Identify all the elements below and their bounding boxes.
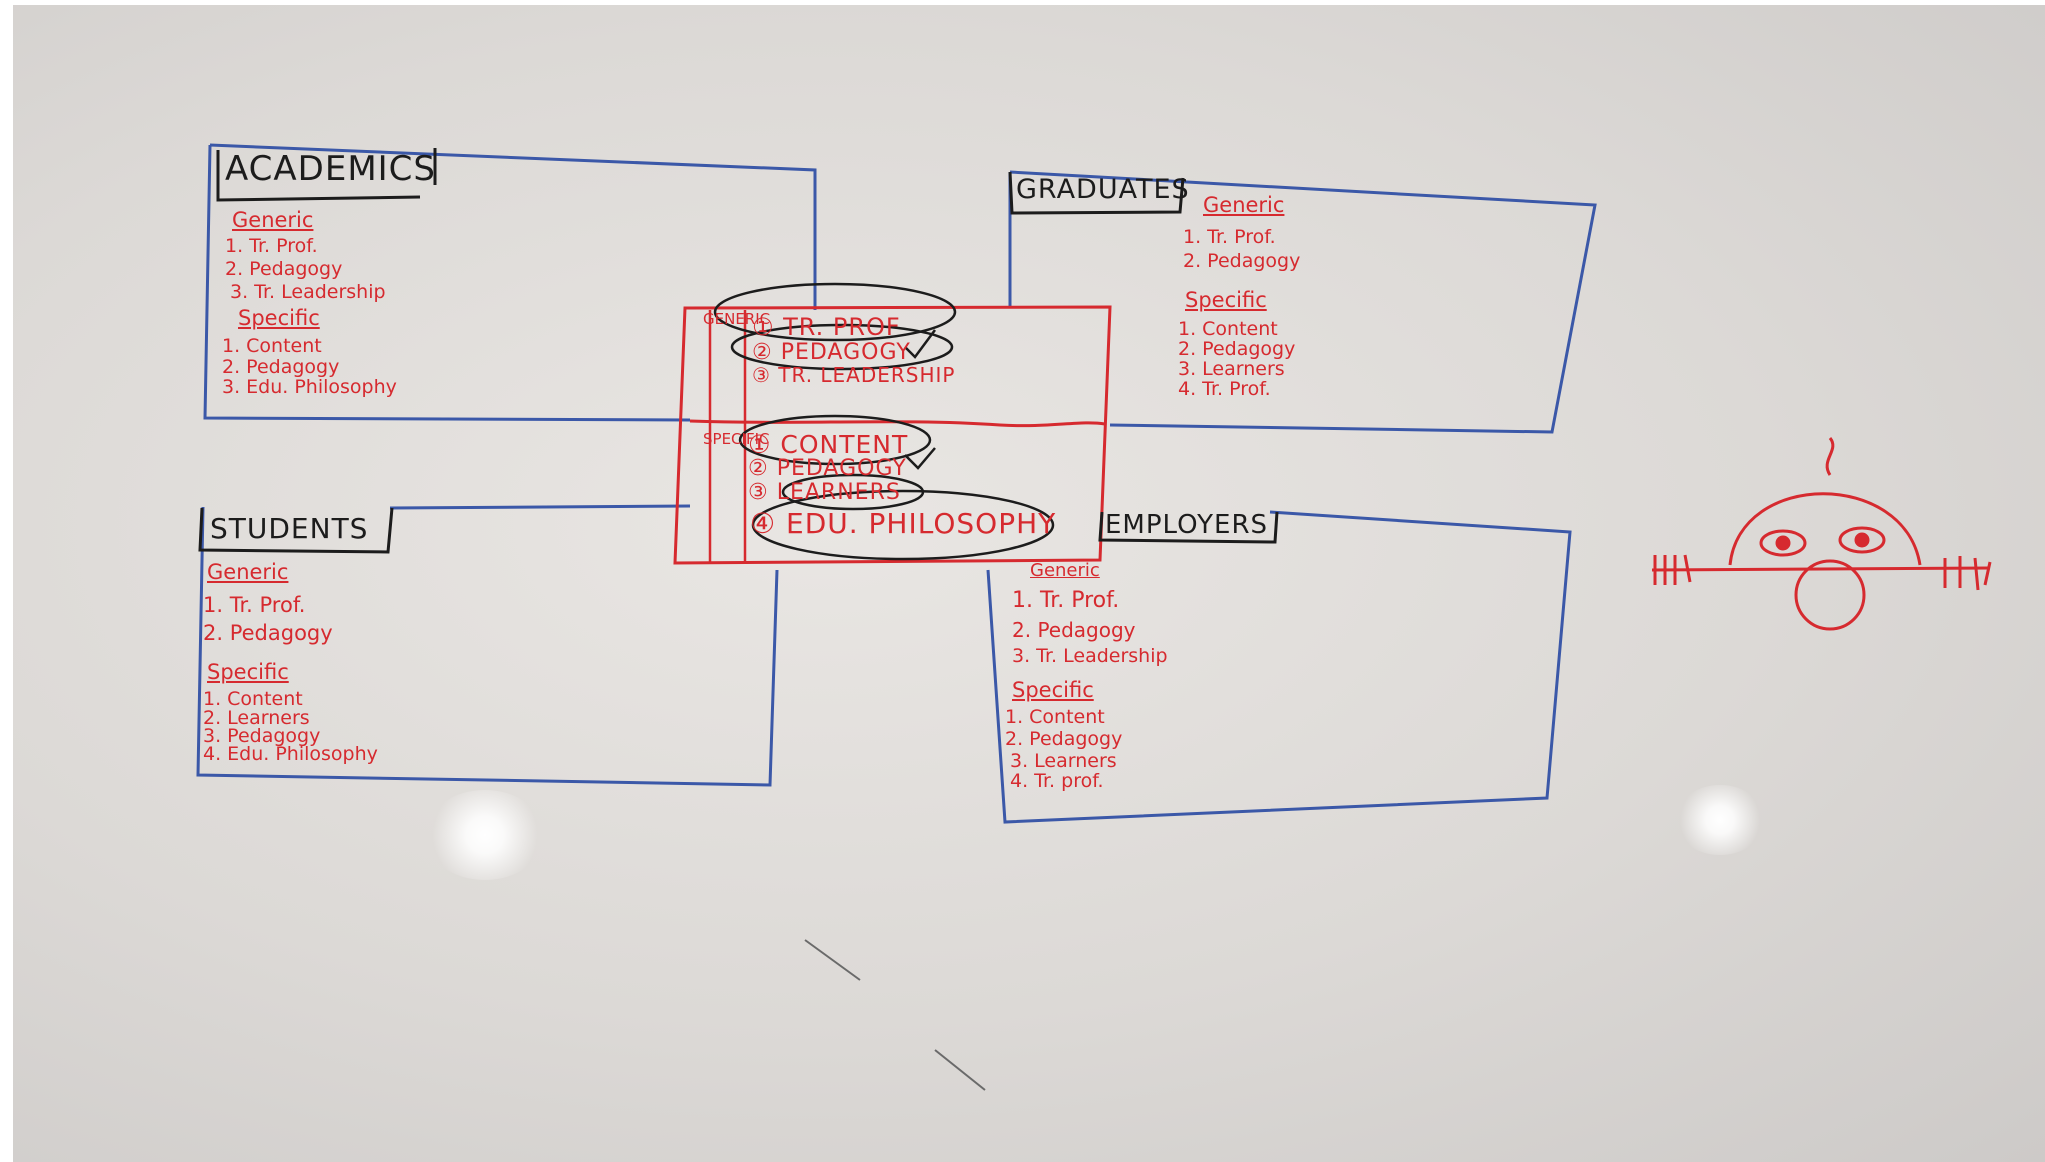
graduates-title-box xyxy=(1008,171,1185,215)
graduates-title: GRADUATES xyxy=(1016,174,1190,205)
list-item: 2. Pedagogy xyxy=(1005,728,1123,750)
list-item: 3. Tr. Leadership xyxy=(230,281,386,303)
list-item: 1. Tr. Prof. xyxy=(1183,226,1276,248)
scratch-mark xyxy=(804,939,986,1091)
list-item: 1. Tr. Prof. xyxy=(1012,588,1120,613)
center-specific-item: ④ EDU. PHILOSOPHY xyxy=(750,507,1057,540)
list-item: 2. Pedagogy xyxy=(203,621,333,645)
graduates-generic-label: Generic xyxy=(1203,193,1285,217)
employers-generic-label: Generic xyxy=(1030,560,1100,581)
list-item: 3. Tr. Leadership xyxy=(1012,645,1168,667)
employers-box-outline xyxy=(986,510,1572,824)
academics-generic-label: Generic xyxy=(232,208,314,232)
glare-spot xyxy=(425,790,545,880)
center-specific-vertical-label: SPECIFIC xyxy=(703,431,769,448)
doodle-face-peeking-over-line xyxy=(1651,437,1992,631)
academics-title: ACADEMICS xyxy=(225,149,437,189)
center-specific-item: ① CONTENT xyxy=(748,430,909,459)
list-item: 2. Pedagogy xyxy=(225,258,343,280)
employers-title: EMPLOYERS xyxy=(1105,510,1269,540)
academics-specific-label: Specific xyxy=(238,306,320,330)
students-title: STUDENTS xyxy=(210,512,369,545)
list-item: 3. Pedagogy xyxy=(203,725,321,747)
center-generic-item: ② PEDAGOGY xyxy=(752,340,911,365)
center-table-column-line xyxy=(708,310,747,562)
students-title-box xyxy=(198,507,394,554)
list-item: 1. Content xyxy=(222,335,322,357)
center-specific-item: ② PEDAGOGY xyxy=(748,456,907,481)
list-item: 4. Tr. prof. xyxy=(1010,770,1104,792)
academics-title-box xyxy=(216,148,437,202)
list-item: 3. Learners xyxy=(1010,750,1117,772)
list-item: 1. Content xyxy=(1005,706,1105,728)
list-item: 4. Edu. Philosophy xyxy=(203,743,378,765)
circle-annotation xyxy=(730,323,954,371)
list-item: 2. Pedagogy xyxy=(222,356,340,378)
graduates-specific-label: Specific xyxy=(1185,288,1267,312)
circle-annotation xyxy=(738,414,932,466)
list-item: 2. Pedagogy xyxy=(1183,250,1301,272)
students-box-outline xyxy=(196,504,779,787)
students-generic-label: Generic xyxy=(207,560,289,584)
center-generic-item: ① TR. PROF xyxy=(752,313,901,341)
check-mark xyxy=(904,329,937,359)
circle-annotation xyxy=(751,489,1055,561)
employers-specific-label: Specific xyxy=(1012,678,1094,702)
list-item: 1. Tr. Prof. xyxy=(203,593,306,617)
list-item: 4. Tr. Prof. xyxy=(1178,378,1271,400)
center-table-outline xyxy=(673,305,1112,565)
center-generic-item: ③ TR. LEADERSHIP xyxy=(752,363,956,387)
check-mark xyxy=(904,447,936,470)
students-specific-label: Specific xyxy=(207,660,289,684)
list-item: 1. Content xyxy=(1178,318,1278,340)
list-item: 3. Edu. Philosophy xyxy=(222,376,397,398)
list-item: 2. Pedagogy xyxy=(1012,618,1136,642)
center-specific-item: ③ LEARNERS xyxy=(748,480,901,505)
circle-annotation xyxy=(713,282,957,342)
center-generic-vertical-label: GENERIC xyxy=(703,311,770,328)
glare-spot xyxy=(1675,785,1765,855)
list-item: 2. Pedagogy xyxy=(1178,338,1296,360)
list-item: 1. Content xyxy=(203,688,303,710)
list-item: 2. Learners xyxy=(203,707,310,729)
list-item: 1. Tr. Prof. xyxy=(225,235,318,257)
academics-box-outline xyxy=(203,143,817,422)
list-item: 3. Learners xyxy=(1178,358,1285,380)
employers-title-box xyxy=(1098,511,1279,544)
